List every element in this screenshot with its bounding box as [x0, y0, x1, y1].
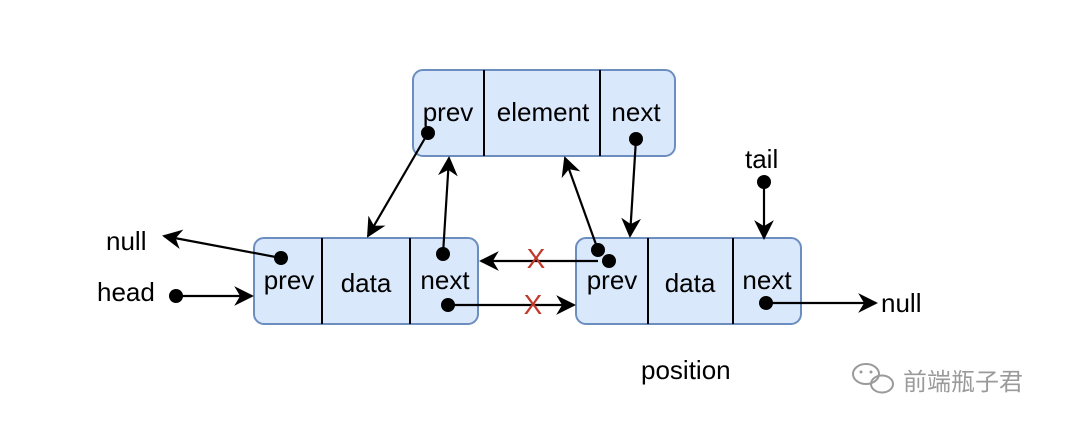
dot-right-prev-top — [591, 243, 605, 257]
null-left-label: null — [106, 226, 146, 256]
new-node: prev element next — [412, 69, 676, 157]
new-node-next-label: next — [611, 97, 661, 127]
null-right-label: null — [881, 288, 921, 318]
dot-left-next-top — [436, 247, 450, 261]
left-node: prev data next — [253, 237, 479, 325]
dot-new-next — [629, 132, 643, 146]
pointer-arrows — [162, 132, 878, 315]
new-node-element-label: element — [497, 97, 590, 127]
cut-mark-prev-link: X — [527, 243, 546, 274]
dot-right-prev-bottom — [602, 254, 616, 268]
arrow-left-next-to-new-node — [438, 156, 458, 255]
dot-right-next — [759, 296, 773, 310]
arrow-new-prev-to-left-node — [367, 132, 429, 238]
dot-new-prev — [421, 126, 435, 140]
right-node-box — [575, 237, 802, 325]
dot-left-prev — [274, 251, 288, 265]
arrow-right-prev-to-new-node — [561, 156, 600, 251]
left-node-box — [253, 237, 479, 325]
wechat-icon — [852, 363, 894, 394]
left-node-data-label: data — [341, 268, 392, 298]
watermark-text: 前端瓶子君 — [903, 368, 1023, 396]
dot-left-next-bottom — [441, 298, 455, 312]
arrow-new-next-to-right-node — [621, 138, 641, 238]
right-node: prev data next — [575, 237, 802, 325]
watermark: 前端瓶子君 — [852, 363, 1023, 396]
tail-label: tail — [745, 144, 778, 174]
left-node-prev-label: prev — [264, 265, 315, 295]
arrow-left-prev-to-null — [162, 229, 282, 260]
right-node-next-label: next — [742, 265, 792, 295]
position-label: position — [641, 355, 731, 385]
head-label: head — [97, 277, 155, 307]
cut-mark-next-link: X — [524, 289, 543, 320]
right-node-prev-label: prev — [587, 265, 638, 295]
dot-head — [169, 289, 183, 303]
new-node-box — [412, 69, 676, 157]
new-node-prev-label: prev — [423, 97, 474, 127]
right-node-data-label: data — [665, 268, 716, 298]
pointer-dots — [169, 126, 773, 312]
dot-tail — [757, 175, 771, 189]
left-node-next-label: next — [420, 265, 470, 295]
